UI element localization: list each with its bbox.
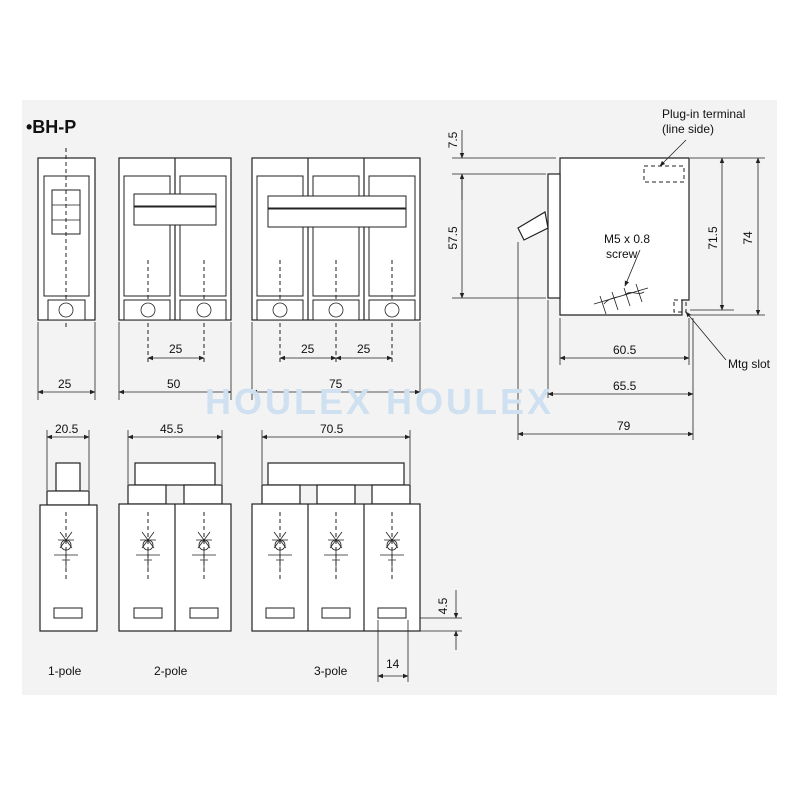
label-mtg-slot: Mtg slot bbox=[728, 357, 771, 371]
dim-width-1-pole: 25 bbox=[58, 377, 72, 391]
label-3-pole: 3-pole bbox=[314, 664, 348, 678]
dim-pitch-3-pole-a: 25 bbox=[301, 342, 315, 356]
dim-body-height: 57.5 bbox=[446, 226, 460, 250]
dim-depth-79: 79 bbox=[617, 419, 631, 433]
side-view-dimensions bbox=[452, 130, 765, 440]
label-2-pole: 2-pole bbox=[154, 664, 188, 678]
dim-height-71-5: 71.5 bbox=[706, 226, 720, 250]
dim-width-2-pole: 50 bbox=[167, 377, 181, 391]
bottom-view-1-pole bbox=[39, 462, 98, 632]
front-view-3-pole bbox=[251, 157, 421, 362]
bottom-view-2-pole bbox=[118, 462, 232, 632]
dim-depth-65-5: 65.5 bbox=[613, 379, 637, 393]
dim-bottom-width-2-pole: 45.5 bbox=[160, 422, 184, 436]
bottom-view-dimensions bbox=[46, 430, 462, 682]
dim-terminal-width: 14 bbox=[386, 657, 400, 671]
front-view-2-pole bbox=[118, 157, 232, 362]
dim-bottom-width-1-pole: 20.5 bbox=[55, 422, 79, 436]
dim-pitch-2-pole: 25 bbox=[169, 342, 183, 356]
label-line-side: (line side) bbox=[662, 122, 714, 136]
dim-top-offset: 7.5 bbox=[446, 131, 460, 148]
bottom-view-3-pole bbox=[251, 462, 421, 632]
dim-bottom-width-3-pole: 70.5 bbox=[320, 422, 344, 436]
drawing-title: •BH-P bbox=[26, 117, 76, 137]
dim-height-74: 74 bbox=[741, 231, 755, 245]
dim-terminal-height: 4.5 bbox=[436, 597, 450, 614]
watermark: HOULEX HOULEX bbox=[205, 381, 554, 422]
label-screw: screw bbox=[606, 247, 638, 261]
dim-pitch-3-pole-b: 25 bbox=[357, 342, 371, 356]
front-view-dimensions bbox=[37, 322, 421, 400]
label-1-pole: 1-pole bbox=[48, 664, 82, 678]
dim-width-3-pole: 75 bbox=[329, 377, 343, 391]
label-screw-size: M5 x 0.8 bbox=[604, 232, 650, 246]
front-view-1-pole bbox=[37, 148, 96, 328]
side-view bbox=[517, 157, 690, 316]
dim-depth-60-5: 60.5 bbox=[613, 343, 637, 357]
label-plug-in-terminal: Plug-in terminal bbox=[662, 107, 745, 121]
